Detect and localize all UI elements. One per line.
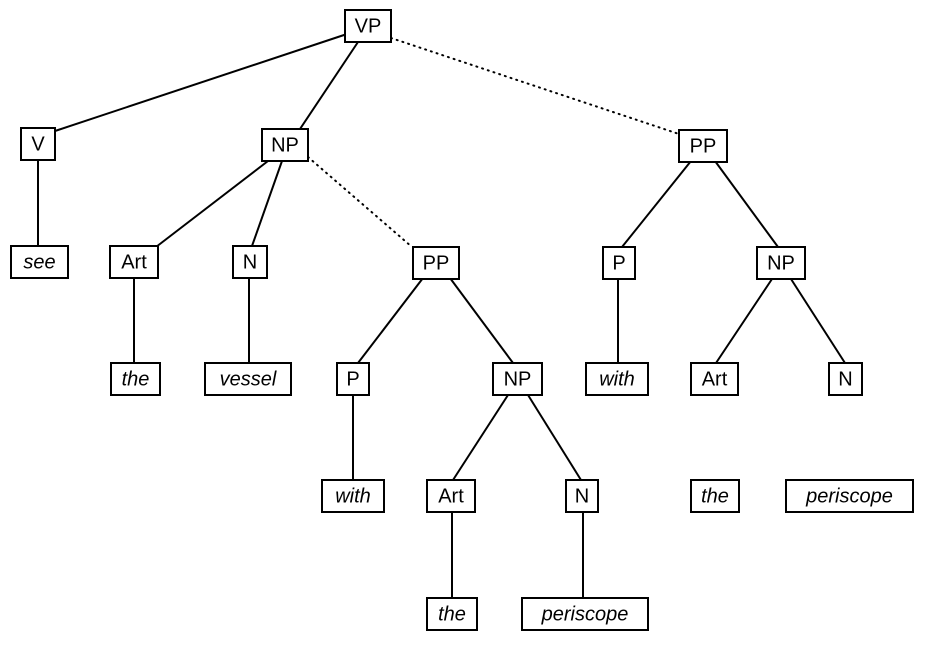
node-label-art_mid: Art <box>438 485 464 507</box>
tree-node-n1[interactable]: N <box>232 245 268 279</box>
tree-branch-np-mid-art-mid <box>452 394 509 481</box>
tree-branch-vp-pp-right <box>390 37 680 135</box>
node-label-np_right: NP <box>767 252 795 274</box>
tree-node-art1[interactable]: Art <box>109 245 159 279</box>
node-label-np1: NP <box>271 134 299 156</box>
node-label-peri_m: periscope <box>541 603 629 625</box>
node-box-the_m <box>426 597 478 631</box>
tree-node-the1[interactable]: the <box>110 362 161 396</box>
tree-node-p_mid[interactable]: P <box>336 362 370 396</box>
node-label-the_r: the <box>701 485 729 507</box>
node-box-vessel <box>204 362 292 396</box>
tree-node-art_right[interactable]: Art <box>690 362 739 396</box>
tree-branch-pp-right-np-right <box>714 160 779 248</box>
node-box-peri_r <box>785 479 914 513</box>
node-box-with_m <box>321 479 385 513</box>
tree-node-the_r[interactable]: the <box>690 479 740 513</box>
tree-node-np1[interactable]: NP <box>261 128 309 162</box>
node-label-np_mid: NP <box>504 368 532 390</box>
node-label-n1: N <box>243 251 257 273</box>
node-label-vessel: vessel <box>220 368 277 390</box>
node-box-np_mid <box>492 362 543 396</box>
tree-node-with_r[interactable]: with <box>585 362 649 396</box>
node-box-n_mid <box>565 479 599 513</box>
tree-branch-pp-right-p-right <box>621 160 692 248</box>
node-box-pp_right <box>678 129 728 163</box>
node-label-the1: the <box>122 368 150 390</box>
tree-branch-np-right-n-right <box>790 278 846 364</box>
node-box-np_right <box>756 246 806 280</box>
node-box-peri_m <box>521 597 649 631</box>
node-box-n1 <box>232 245 268 279</box>
node-label-the_m: the <box>438 603 466 625</box>
node-label-v: V <box>31 133 45 155</box>
tree-node-n_right[interactable]: N <box>828 362 863 396</box>
node-label-peri_r: periscope <box>805 485 893 507</box>
node-label-pp_right: PP <box>690 135 717 157</box>
node-box-see <box>10 245 69 279</box>
node-label-p_right: P <box>612 252 625 274</box>
node-label-with_m: with <box>335 485 371 507</box>
node-box-the_r <box>690 479 740 513</box>
tree-branch-vp-v <box>54 33 348 132</box>
node-label-n_mid: N <box>575 485 589 507</box>
node-box-the1 <box>110 362 161 396</box>
tree-node-the_m[interactable]: the <box>426 597 478 631</box>
node-label-art_right: Art <box>702 368 728 390</box>
node-box-p_right <box>602 246 636 280</box>
node-label-vp: VP <box>355 15 382 37</box>
tree-branch-pp-mid-np-mid <box>449 277 514 364</box>
tree-node-peri_r[interactable]: periscope <box>785 479 914 513</box>
tree-branch-np1-art1 <box>155 160 269 248</box>
node-box-art1 <box>109 245 159 279</box>
node-box-pp_mid <box>412 246 460 280</box>
node-box-v <box>20 127 56 161</box>
tree-branch-np-right-art-right <box>715 278 773 364</box>
node-box-with_r <box>585 362 649 396</box>
node-box-n_right <box>828 362 863 396</box>
tree-branch-vp-np1 <box>299 41 359 130</box>
node-label-with_r: with <box>599 368 635 390</box>
tree-node-v[interactable]: V <box>20 127 56 161</box>
node-label-see: see <box>23 251 55 273</box>
node-box-np1 <box>261 128 309 162</box>
tree-node-np_right[interactable]: NP <box>756 246 806 280</box>
edge-layer <box>37 33 846 598</box>
tree-node-with_m[interactable]: with <box>321 479 385 513</box>
tree-branch-np-mid-n-mid <box>527 394 582 481</box>
tree-node-n_mid[interactable]: N <box>565 479 599 513</box>
tree-node-vp[interactable]: VP <box>344 9 392 43</box>
tree-node-art_mid[interactable]: Art <box>426 479 476 513</box>
tree-branch-np1-pp-mid <box>307 156 413 248</box>
node-box-art_right <box>690 362 739 396</box>
node-box-vp <box>344 9 392 43</box>
node-box-p_mid <box>336 362 370 396</box>
tree-node-p_right[interactable]: P <box>602 246 636 280</box>
node-label-art1: Art <box>121 251 147 273</box>
node-label-p_mid: P <box>346 368 359 390</box>
node-label-n_right: N <box>838 368 852 390</box>
tree-branch-pp-mid-p-mid <box>357 277 424 364</box>
node-label-pp_mid: PP <box>423 252 450 274</box>
tree-node-peri_m[interactable]: periscope <box>521 597 649 631</box>
tree-node-see[interactable]: see <box>10 245 69 279</box>
node-box-art_mid <box>426 479 476 513</box>
tree-branch-np1-n1 <box>251 160 283 247</box>
tree-node-np_mid[interactable]: NP <box>492 362 543 396</box>
tree-node-pp_mid[interactable]: PP <box>412 246 460 280</box>
tree-node-vessel[interactable]: vessel <box>204 362 292 396</box>
tree-node-pp_right[interactable]: PP <box>678 129 728 163</box>
